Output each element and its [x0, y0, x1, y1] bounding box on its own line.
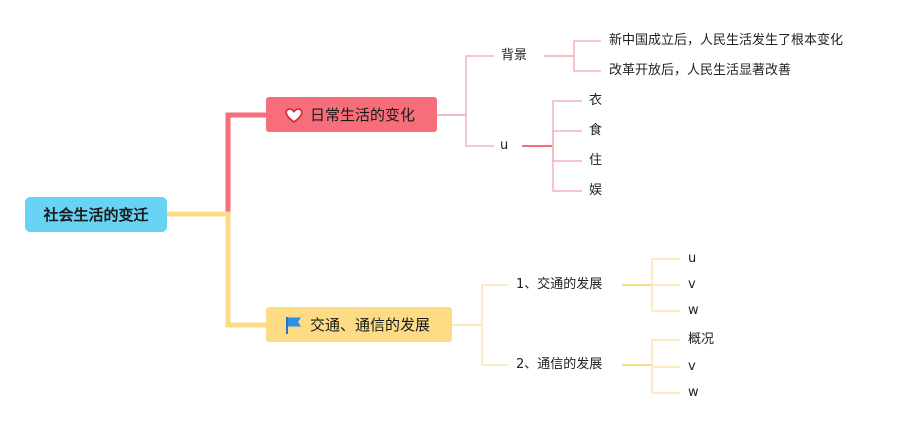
leaf-node[interactable]: 概况 [688, 332, 715, 347]
leaf-node[interactable]: 新中国成立后，人民生活发生了根本变化 [609, 33, 844, 48]
leaf-node[interactable]: v [688, 359, 696, 374]
connector-root-branch2 [167, 211, 266, 328]
leaf-node[interactable]: w [688, 303, 699, 318]
leaf-node[interactable]: 住 [589, 153, 603, 168]
root-label: 社会生活的变迁 [43, 206, 149, 224]
subnode-communication[interactable]: 2、通信的发展 [516, 357, 603, 372]
subnode-background[interactable]: 背景 [501, 48, 528, 63]
root-node[interactable]: 社会生活的变迁 [25, 197, 167, 232]
leaf-node[interactable]: v [688, 277, 696, 292]
connector-root-branch1 [167, 112, 266, 217]
connector-branch1-u [437, 114, 494, 147]
leaf-node[interactable]: u [688, 251, 697, 266]
subnode-transport[interactable]: 1、交通的发展 [516, 277, 603, 292]
leaf-node[interactable]: 食 [589, 123, 603, 138]
heart-icon [284, 105, 304, 125]
leaf-node[interactable]: 改革开放后，人民生活显著改善 [609, 63, 792, 78]
connector-branch1-beijing [437, 55, 494, 116]
branch-label: 日常生活的变化 [310, 106, 416, 124]
branch-node-transport-communication[interactable]: 交通、通信的发展 [266, 307, 452, 342]
flag-icon [284, 315, 304, 335]
branch-node-daily-life[interactable]: 日常生活的变化 [266, 97, 437, 132]
leaf-node[interactable]: w [688, 385, 699, 400]
leaf-node[interactable]: 娱 [589, 183, 603, 198]
branch-label: 交通、通信的发展 [310, 316, 431, 334]
subnode-u[interactable]: u [500, 138, 509, 153]
leaf-node[interactable]: 衣 [589, 93, 603, 108]
